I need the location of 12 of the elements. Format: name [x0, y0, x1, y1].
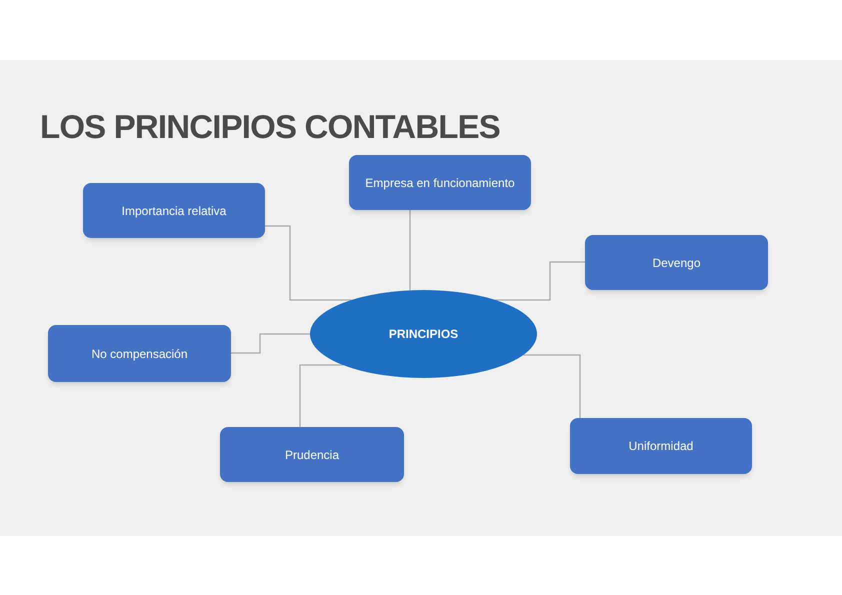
connector-line: [265, 225, 352, 301]
concept-box: Uniformidad: [570, 418, 752, 474]
concept-box: No compensación: [48, 325, 231, 382]
connector-line: [231, 333, 310, 354]
concept-box: Prudencia: [220, 427, 404, 482]
connector-line: [409, 210, 411, 290]
connector-line: [299, 364, 343, 427]
concept-box: Importancia relativa: [83, 183, 265, 238]
concept-box: Devengo: [585, 235, 768, 290]
connector-line: [523, 354, 581, 418]
title: LOS PRINCIPIOS CONTABLES: [40, 107, 500, 147]
concept-box: Empresa en funcionamiento: [349, 155, 531, 210]
